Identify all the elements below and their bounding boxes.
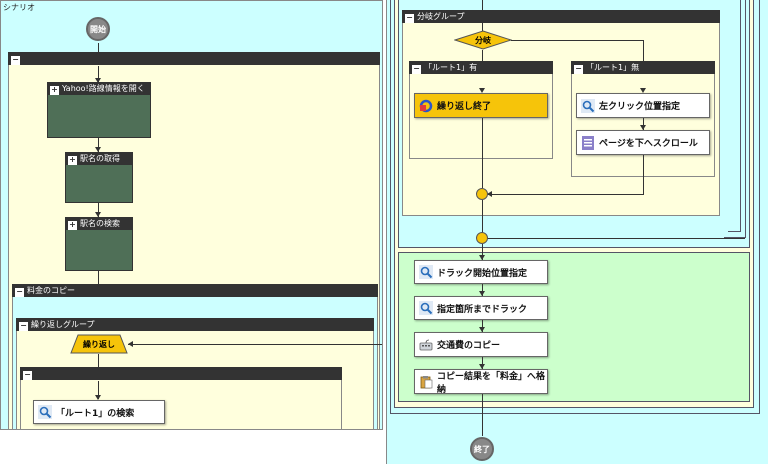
connector xyxy=(482,284,483,296)
connector xyxy=(98,66,99,82)
merge-dot xyxy=(476,188,488,200)
arrow-down-icon xyxy=(479,88,485,93)
arrow-down-icon xyxy=(479,255,485,260)
connector xyxy=(98,138,99,152)
arrow-down-icon xyxy=(640,125,646,130)
arrow-down-icon xyxy=(95,147,101,152)
connector xyxy=(98,271,99,284)
inner-group-header[interactable]: − xyxy=(20,367,342,380)
connector xyxy=(482,118,483,188)
arrow-left-icon xyxy=(128,341,133,347)
connector xyxy=(98,354,99,368)
node-route-search[interactable]: 「ルート1」の検索 xyxy=(33,400,165,424)
clipboard-icon xyxy=(420,375,433,388)
arrow-down-icon xyxy=(95,395,101,400)
arrow-down-icon xyxy=(479,291,485,296)
route-no-header[interactable]: −「ルート1」無 xyxy=(571,61,715,74)
magnifier-icon xyxy=(419,301,433,315)
loop-return-line xyxy=(128,344,382,345)
collapse-icon[interactable]: − xyxy=(412,64,421,74)
connector xyxy=(643,155,644,194)
connector xyxy=(482,357,483,369)
magnifier-icon xyxy=(581,98,595,113)
collapse-icon[interactable]: − xyxy=(11,55,20,65)
collapse-icon[interactable]: − xyxy=(23,370,32,380)
expand-icon[interactable]: + xyxy=(68,220,77,230)
loop-end-icon xyxy=(419,99,433,112)
connector xyxy=(482,23,483,31)
route-yes-header[interactable]: −「ルート1」有 xyxy=(409,61,553,74)
connector xyxy=(482,200,483,233)
fare-copy-header[interactable]: −料金のコピー xyxy=(12,284,378,297)
outer-group-header[interactable]: − xyxy=(8,52,380,65)
node-scroll-down[interactable]: ページを下へスクロール xyxy=(576,130,710,155)
node-station-search-header[interactable]: +駅名の検索 xyxy=(65,217,133,230)
collapse-icon[interactable]: − xyxy=(19,321,28,331)
connector xyxy=(643,118,644,130)
connector xyxy=(98,43,99,52)
frame-3 xyxy=(724,0,746,238)
frame-outer xyxy=(390,0,760,414)
node-copy-fare[interactable]: 交通費のコピー xyxy=(414,332,548,357)
collapse-icon[interactable]: − xyxy=(574,64,583,74)
merge-line xyxy=(487,194,644,195)
scenario-title: シナリオ xyxy=(3,3,35,12)
end-node[interactable]: 終了 xyxy=(470,437,494,461)
magnifier-icon xyxy=(419,265,433,279)
frame-4 xyxy=(728,0,741,232)
collapse-icon[interactable]: − xyxy=(15,287,24,297)
connector xyxy=(482,394,483,436)
expand-icon[interactable]: + xyxy=(50,85,59,95)
keyboard-icon xyxy=(419,339,433,350)
branch-right-line xyxy=(511,40,643,41)
loop-start-node[interactable] xyxy=(70,334,128,354)
branch-node[interactable] xyxy=(454,30,512,50)
node-drag-start[interactable]: ドラック開始位置指定 xyxy=(414,260,548,284)
start-node[interactable]: 開始 xyxy=(86,17,110,41)
connector xyxy=(98,381,99,399)
node-station-get-header[interactable]: +駅名の取得 xyxy=(65,152,133,165)
magnifier-icon xyxy=(38,405,52,419)
loop-group-header[interactable]: −繰り返しグループ xyxy=(16,318,374,331)
arrow-left-icon xyxy=(487,191,492,197)
connector xyxy=(482,0,483,10)
connector xyxy=(482,244,483,260)
scroll-page-icon xyxy=(582,135,594,150)
node-loop-end[interactable]: 繰り返し終了 xyxy=(414,93,548,118)
node-left-click[interactable]: 左クリック位置指定 xyxy=(576,93,710,118)
arrow-down-icon xyxy=(479,364,485,369)
loop-label: 繰り返し xyxy=(83,340,115,349)
node-yahoo-header[interactable]: +Yahoo!路線情報を開く xyxy=(47,82,151,95)
collapse-icon[interactable]: − xyxy=(405,13,414,23)
arrow-down-icon xyxy=(95,212,101,217)
node-store-result[interactable]: コピー結果を「料金」へ格納 xyxy=(414,369,548,395)
branch-group-header[interactable]: −分岐グループ xyxy=(402,10,720,23)
expand-icon[interactable]: + xyxy=(68,155,77,165)
merge-dot xyxy=(476,232,488,244)
node-drag-to[interactable]: 指定箇所までドラック xyxy=(414,296,548,320)
arrow-down-icon xyxy=(479,327,485,332)
branch-label: 分岐 xyxy=(475,36,491,45)
arrow-down-icon xyxy=(95,78,101,83)
loop-back-line xyxy=(487,238,745,239)
arrow-down-icon xyxy=(640,88,646,93)
connector xyxy=(98,203,99,217)
connector xyxy=(482,320,483,332)
